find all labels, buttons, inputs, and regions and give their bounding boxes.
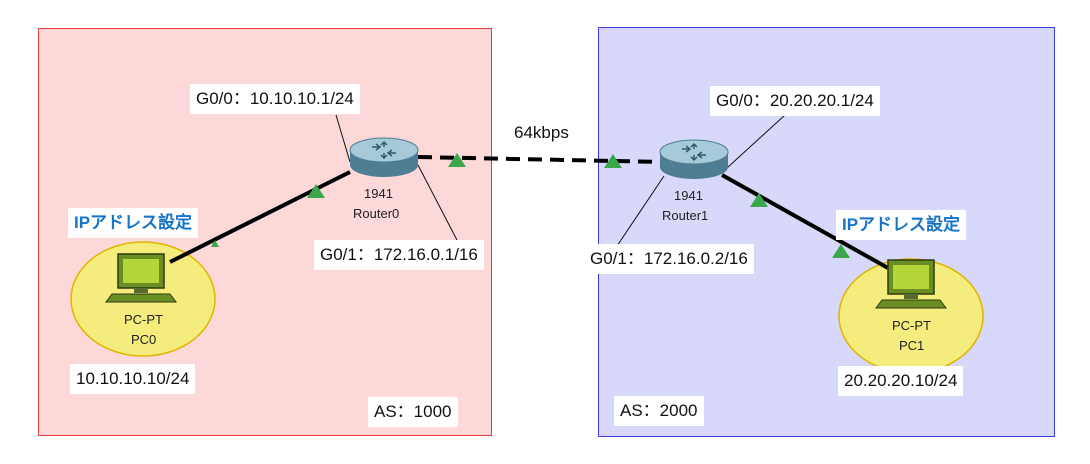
pc1-ip-label: 20.20.20.10/24 — [838, 366, 964, 396]
router-icon[interactable] — [659, 139, 729, 179]
pc0-ip-setting-label: IPアドレス設定 — [68, 208, 199, 238]
pc1-type-label: PC-PT — [892, 318, 931, 333]
router1-name-label: Router1 — [662, 208, 709, 223]
router0-name-label: Router0 — [353, 206, 400, 221]
pc1-name-label: PC1 — [899, 338, 925, 353]
pc-icon[interactable] — [875, 259, 947, 309]
link-status-up — [211, 240, 219, 247]
link-router1-pc1[interactable] — [721, 173, 889, 270]
router1-g01-label: G0/1：172.16.0.2/16 — [584, 244, 754, 274]
router0-g01-label: G0/1：172.16.0.1/16 — [314, 240, 484, 270]
leader-r0-g00 — [335, 114, 351, 163]
as-2000-label: AS：2000 — [614, 396, 704, 426]
router0-model-label: 1941 — [364, 186, 393, 201]
as-1000-label: AS：1000 — [368, 397, 458, 427]
link-bandwidth-label: 64kbps — [514, 123, 569, 142]
link-status-up — [604, 154, 622, 168]
leader-r1-g01 — [616, 175, 665, 247]
router1-model-label: 1941 — [674, 188, 703, 203]
pc1-ip-setting-label: IPアドレス設定 — [836, 210, 967, 240]
link-status-up — [750, 193, 768, 207]
pc0-ip-label: 10.10.10.10/24 — [70, 364, 196, 394]
leader-r0-g01 — [417, 164, 459, 243]
pc0-type-label: PC-PT — [124, 312, 163, 327]
pc-icon[interactable] — [105, 253, 177, 303]
router0-g00-label: G0/0：10.10.10.1/24 — [190, 84, 360, 114]
link-status-up — [832, 244, 850, 258]
link-pc0-router0[interactable] — [169, 170, 351, 264]
link-status-up — [448, 153, 466, 167]
link-status-up — [307, 184, 325, 198]
pc0-name-label: PC0 — [131, 332, 157, 347]
router1-g00-label: G0/0：20.20.20.1/24 — [710, 86, 880, 116]
router-icon[interactable] — [349, 137, 419, 177]
leader-r1-g00 — [726, 114, 786, 169]
link-router0-router1-serial[interactable] — [417, 155, 665, 164]
